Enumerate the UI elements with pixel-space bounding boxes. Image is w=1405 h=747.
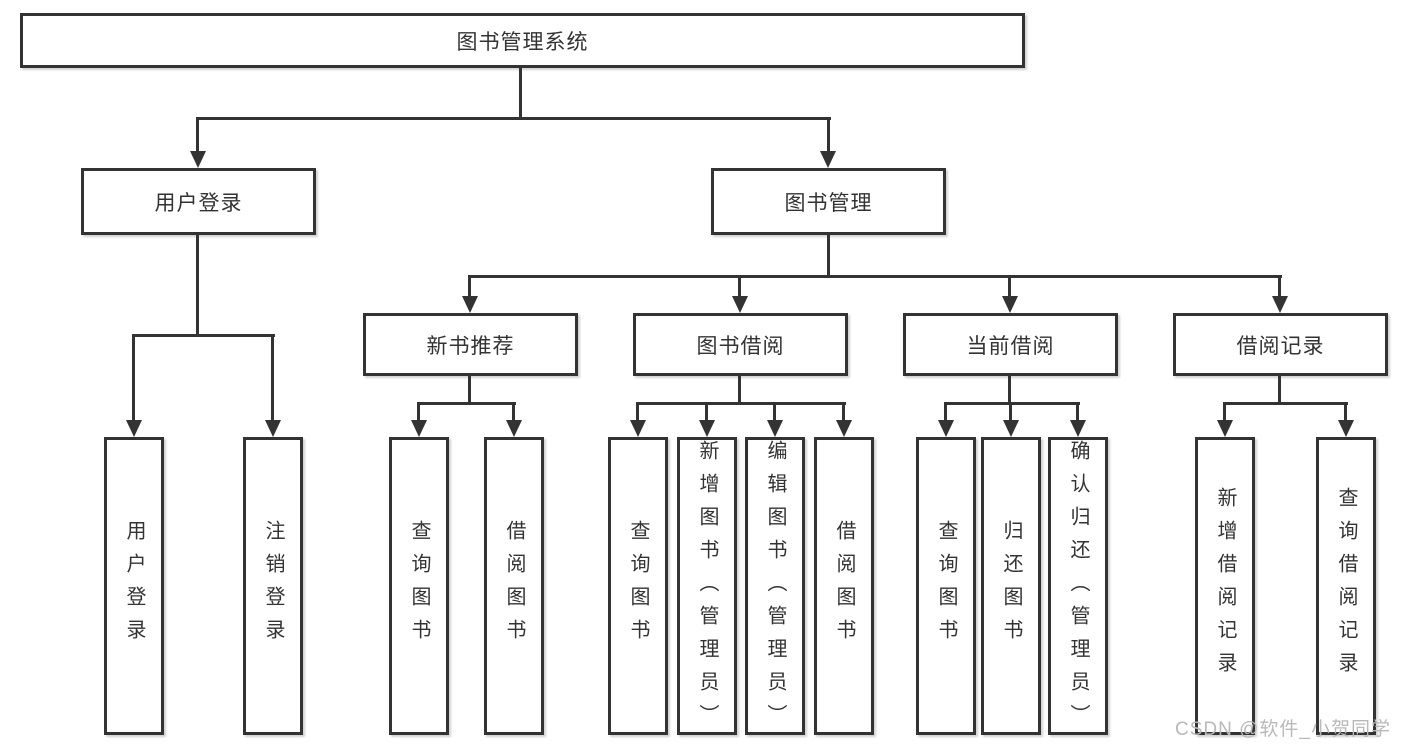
node-book-management: 图书管理 [711,168,946,235]
connector-new-book-stem [468,376,471,405]
arrow-down-icon [265,420,281,437]
connector-book-borrow-stem [738,376,741,405]
connector-drop-current-borrow [1008,275,1011,299]
arrow-down-icon [1338,420,1354,437]
arrow-down-icon [1217,420,1233,437]
arrow-down-icon [938,420,954,437]
connector-drop-user-login [196,117,199,154]
node-book-borrow: 图书借阅 [633,313,848,376]
connector-drop-leaf [271,334,274,423]
connector-drop-leaf [636,402,639,423]
connector-drop-leaf [417,402,420,423]
leaf-user-login: 用户登录 [104,437,164,735]
connector-drop-leaf [773,402,776,423]
arrow-down-icon [732,296,748,313]
leaf-query-borrow-record: 查询借阅记录 [1316,437,1376,735]
leaf-borrow-books: 借阅图书 [814,437,874,735]
arrow-down-icon [1002,296,1018,313]
node-current-borrow: 当前借阅 [903,313,1118,376]
connector-drop-leaf [512,402,515,423]
leaf-confirm-return-admin: 确认归还（管理员） [1048,437,1108,737]
node-root-library-system: 图书管理系统 [20,13,1025,68]
connector-user-login-rail [133,334,275,337]
connector-drop-leaf [132,334,135,423]
node-new-book-recommend: 新书推荐 [363,313,578,376]
arrow-down-icon [767,420,783,437]
connector-root-rail [197,117,831,120]
connector-root-stem [519,68,522,119]
connector-drop-new-book [468,275,471,299]
connector-book-borrow-rail [636,402,846,405]
arrow-down-icon [820,151,836,168]
connector-book-management-stem [827,235,830,278]
connector-current-borrow-stem [1008,376,1011,405]
connector-drop-leaf [944,402,947,423]
leaf-borrow-books-recommend: 借阅图书 [484,437,544,735]
connector-drop-leaf [1223,402,1226,423]
watermark: CSDN @软件_小贺同学 [1175,719,1391,740]
leaf-add-books-admin: 新增图书（管理员） [677,437,737,737]
connector-drop-leaf [705,402,708,423]
leaf-edit-books-admin: 编辑图书（管理员） [745,437,805,737]
connector-new-book-rail [417,402,516,405]
node-borrow-records: 借阅记录 [1173,313,1388,376]
arrow-down-icon [126,420,142,437]
arrow-down-icon [630,420,646,437]
leaf-return-books: 归还图书 [981,437,1041,735]
connector-current-borrow-rail [944,402,1080,405]
connector-drop-leaf [842,402,845,423]
connector-drop-leaf [1009,402,1012,423]
connector-drop-borrow-records [1278,275,1281,299]
arrow-down-icon [1070,420,1086,437]
arrow-down-icon [699,420,715,437]
arrow-down-icon [190,151,206,168]
node-user-login: 用户登录 [81,168,316,235]
connector-drop-book-management [827,117,830,154]
arrow-down-icon [411,420,427,437]
connector-book-management-rail [469,275,1282,278]
arrow-down-icon [836,420,852,437]
connector-borrow-records-stem [1278,376,1281,405]
connector-drop-leaf [1076,402,1079,423]
connector-drop-leaf [1344,402,1347,423]
leaf-query-books-recommend: 查询图书 [389,437,449,735]
leaf-logout-login: 注销登录 [243,437,303,735]
arrow-down-icon [506,420,522,437]
connector-borrow-records-rail [1223,402,1348,405]
connector-drop-book-borrow [738,275,741,299]
connector-user-login-stem [196,235,199,337]
leaf-add-borrow-record: 新增借阅记录 [1195,437,1255,735]
arrow-down-icon [1272,296,1288,313]
arrow-down-icon [462,296,478,313]
leaf-query-books-current: 查询图书 [916,437,976,735]
arrow-down-icon [1003,420,1019,437]
leaf-query-books-borrow: 查询图书 [608,437,668,735]
